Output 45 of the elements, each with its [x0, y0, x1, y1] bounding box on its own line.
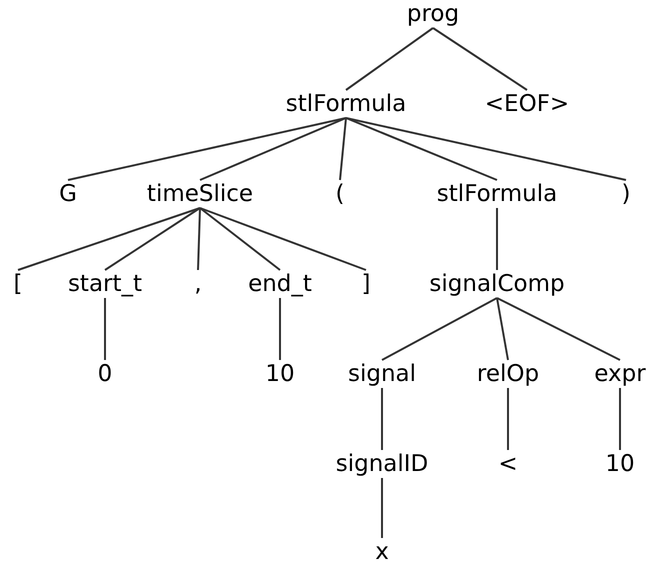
- tree-node-label: (: [336, 180, 344, 208]
- tree-node-label: 10: [265, 360, 295, 388]
- tree-edge: [104, 298, 106, 360]
- tree-edge: [619, 388, 621, 450]
- tree-edge: [432, 27, 528, 91]
- tree-edge: [496, 298, 509, 360]
- tree-node-label: [: [14, 270, 22, 298]
- tree-node-label: <EOF>: [484, 90, 570, 118]
- tree-node-label: expr: [594, 360, 646, 388]
- tree-node-label: stlFormula: [436, 180, 558, 208]
- tree-node-label: end_t: [248, 270, 312, 298]
- tree-node-label: signalComp: [429, 270, 565, 298]
- tree-edge: [18, 207, 200, 271]
- tree-edge: [381, 388, 383, 450]
- tree-node-label: <: [498, 450, 518, 478]
- tree-node-label: prog: [406, 0, 460, 28]
- tree-node-label: G: [59, 180, 77, 208]
- tree-edge: [200, 207, 366, 271]
- tree-edge: [200, 117, 346, 181]
- tree-edge: [382, 297, 498, 361]
- tree-node-label: start_t: [68, 270, 142, 298]
- tree-edge: [381, 478, 383, 538]
- tree-edge: [197, 208, 201, 270]
- tree-node-label: ,: [194, 270, 202, 298]
- tree-edge: [507, 388, 509, 450]
- tree-edge: [104, 207, 201, 271]
- tree-edge: [279, 298, 281, 360]
- tree-edge: [199, 207, 281, 271]
- tree-edge: [496, 297, 620, 361]
- tree-node-label: stlFormula: [286, 90, 406, 118]
- tree-edge: [496, 208, 498, 270]
- tree-node-label: x: [375, 538, 389, 566]
- tree-node-label: relOp: [476, 360, 540, 388]
- tree-edge: [68, 117, 346, 181]
- tree-node-label: 0: [98, 360, 112, 388]
- tree-edge: [346, 117, 498, 181]
- tree-edge: [339, 118, 347, 180]
- tree-node-label: ): [622, 180, 630, 208]
- tree-node-label: signalID: [336, 450, 428, 478]
- tree-node-label: signal: [348, 360, 416, 388]
- tree-node-label: timeSlice: [146, 180, 254, 208]
- tree-edge: [346, 117, 626, 181]
- tree-edge: [345, 27, 434, 91]
- tree-node-label: 10: [605, 450, 635, 478]
- tree-node-label: ]: [362, 270, 370, 298]
